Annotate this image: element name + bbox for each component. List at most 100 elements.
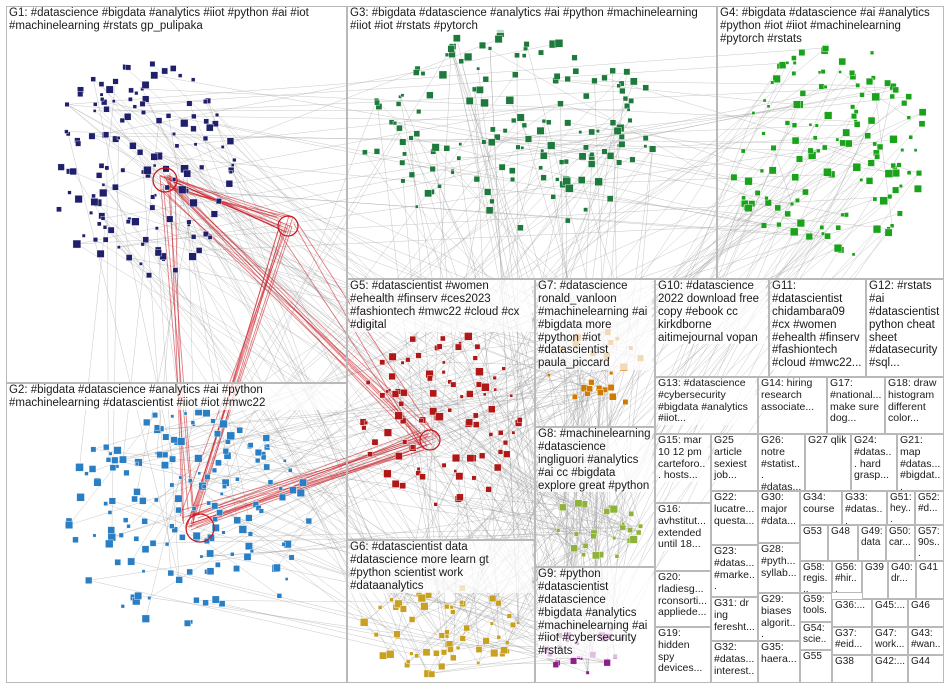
group-G11: G11: #datascientist chidambara09 #cx #wo… (769, 279, 866, 377)
group-label: G41 (919, 562, 941, 573)
group-G5: G5: #datascientist #women #ehealth #fins… (347, 279, 535, 540)
group-label: G6: #datascientist data #datascience mor… (350, 541, 532, 593)
group-label: G55 (803, 651, 829, 662)
group-label: G25 article sexiest job... (714, 435, 755, 482)
group-G6: G6: #datascientist data #datascience mor… (347, 540, 535, 683)
group-G27: G27 qlik (805, 434, 851, 491)
group-G9: G9: #python #datascientist #datascience … (535, 567, 655, 683)
group-label: G9: #python #datascientist #datascience … (538, 568, 652, 658)
group-G2: G2: #bigdata #datascience #analytics #ai… (6, 383, 347, 683)
group-G58: G58: regis... (800, 561, 832, 593)
group-G19: G19: hidden spy devices... (655, 627, 711, 683)
group-label: G39 (865, 562, 885, 573)
group-G45: G45:... (872, 599, 908, 627)
group-G12: G12: #rstats #ai #datascientist python c… (866, 279, 944, 377)
group-label: G51: hey... (890, 492, 912, 525)
group-label: G37: #eid... (835, 628, 869, 650)
group-G57: G57: 90s... (915, 525, 944, 561)
group-label: G43: #wan... (911, 628, 941, 655)
group-label: G44 (911, 656, 941, 667)
group-label: G58: regis... (803, 562, 829, 593)
group-label: G4: #bigdata #datascience #ai #analytics… (720, 7, 941, 46)
group-G31: G31: dr ing feresht... (711, 597, 758, 641)
group-G51: G51: hey... (887, 491, 915, 525)
group-G17: G17: #national... make sure dog... (827, 377, 885, 434)
group-G29: G29: biases algorit... (758, 593, 800, 641)
group-label: G47: work... (875, 628, 905, 650)
group-G4: G4: #bigdata #datascience #ai #analytics… (717, 6, 944, 279)
group-label: G48 (831, 526, 855, 537)
group-label: G53 (803, 526, 825, 537)
group-label: G15: mar 10 12 pm carteforo... hosts... (658, 435, 708, 482)
group-label: G2: #bigdata #datascience #analytics #ai… (9, 384, 344, 410)
group-G53: G53 (800, 525, 828, 561)
group-label: G42:... (875, 656, 905, 667)
group-G26: G26: notre #statist... #datas... (758, 434, 805, 491)
group-label: G34: course (803, 492, 839, 516)
group-label: G12: #rstats #ai #datascientist python c… (869, 280, 941, 370)
group-label: G56: #hir... (835, 562, 859, 593)
group-G22: G22: lucatre... questa... (711, 491, 758, 545)
group-G56: G56: #hir... (832, 561, 862, 593)
group-G7: G7: #datascience ronald_vanloon #machine… (535, 279, 655, 427)
group-label: G17: #national... make sure dog... (830, 378, 882, 425)
group-label: G49: data (861, 526, 883, 548)
group-label: G29: biases algorit... (761, 594, 797, 641)
group-G10: G10: #datascience 2022 download free cop… (655, 279, 769, 377)
group-G35: G35: haera... (758, 641, 800, 683)
group-label: G28: #pyth... syllab... (761, 544, 797, 579)
group-G36: G36:... (832, 599, 872, 627)
group-label: G27 qlik (808, 435, 848, 447)
group-G39: G39 (862, 561, 888, 599)
group-G8: G8: #machinelearning #datascience inglig… (535, 427, 655, 567)
group-G33: G33: #datas... (842, 491, 887, 525)
group-label: G52: #d... (918, 492, 941, 514)
group-G47: G47: work... (872, 627, 908, 655)
group-label: G38 (835, 656, 869, 667)
group-label: G31: dr ing feresht... (714, 598, 755, 633)
group-label: G26: notre #statist... #datas... (761, 435, 802, 491)
group-label: G33: #datas... (845, 492, 884, 525)
group-G40: G40: dr... (888, 561, 916, 599)
group-label: G24: #datas... hard grasp... (854, 435, 894, 482)
group-G43: G43: #wan... (908, 627, 944, 655)
group-label: G30: major #data... (761, 492, 797, 527)
group-label: G57: 90s... (918, 526, 941, 560)
group-G42: G42:... (872, 655, 908, 683)
group-G59: G59: tools... (800, 593, 832, 622)
group-label: G23: #datas... #marke... (714, 546, 755, 593)
group-label: G59: tools... (803, 594, 829, 622)
group-label: G8: #machinelearning #datascience inglig… (538, 428, 652, 492)
group-G48: G48 (828, 525, 858, 561)
group-label: G40: dr... (891, 562, 913, 584)
group-label: G32: #datas... interest... (714, 642, 755, 683)
group-label: G35: haera... (761, 642, 797, 666)
group-G21: G21: map #datas... #bigdat... (897, 434, 944, 491)
group-label: G50: car... (889, 526, 912, 548)
group-G13: G13: #datascience #cybersecurity #bigdat… (655, 377, 758, 434)
group-G34: G34: course (800, 491, 842, 525)
group-label: G13: #datascience #cybersecurity #bigdat… (658, 378, 755, 425)
group-G14: G14: hiring research associate... (758, 377, 827, 434)
group-label: G36:... (835, 600, 869, 611)
group-label: G7: #datascience ronald_vanloon #machine… (538, 280, 652, 370)
group-label: G3: #bigdata #datascience #analytics #ai… (350, 7, 714, 33)
group-G1: G1: #datascience #bigdata #analytics #ii… (6, 6, 347, 383)
group-G46: G46 (908, 599, 944, 627)
group-G52: G52: #d... (915, 491, 944, 525)
group-label: G19: hidden spy devices... (658, 628, 708, 675)
group-label: G10: #datascience 2022 download free cop… (658, 280, 766, 344)
group-G23: G23: #datas... #marke... (711, 545, 758, 597)
group-label: G18: draw histogram different color... (888, 378, 941, 425)
group-G28: G28: #pyth... syllab... (758, 543, 800, 593)
group-label: G1: #datascience #bigdata #analytics #ii… (9, 7, 344, 33)
group-G15: G15: mar 10 12 pm carteforo... hosts... (655, 434, 711, 503)
group-label: G46 (911, 600, 941, 611)
group-G3: G3: #bigdata #datascience #analytics #ai… (347, 6, 717, 279)
group-label: G11: #datascientist chidambara09 #cx #wo… (772, 280, 863, 370)
group-label: G22: lucatre... questa... (714, 492, 755, 527)
group-label: G5: #datascientist #women #ehealth #fins… (350, 280, 532, 332)
group-G49: G49: data (858, 525, 886, 561)
group-G44: G44 (908, 655, 944, 683)
group-G55: G55 (800, 650, 832, 683)
